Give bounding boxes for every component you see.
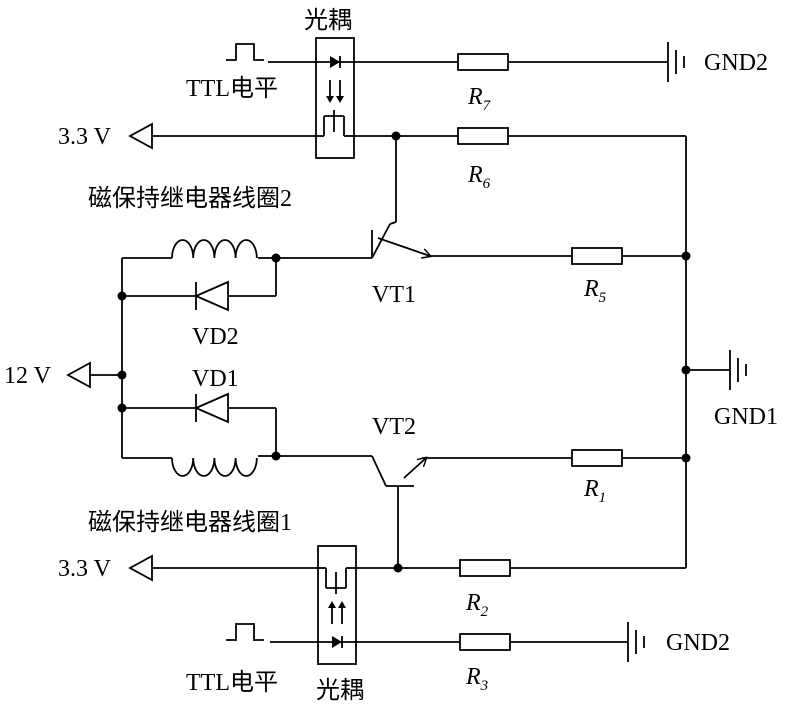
optocoupler-top <box>315 37 355 159</box>
svg-text:R2: R2 <box>465 590 489 620</box>
optocoupler-bottom-label: 光耦 <box>316 677 364 704</box>
coil1-label: 磁保持继电器线圈1 <box>88 509 292 536</box>
relay-coil2-icon <box>171 239 258 259</box>
v33-bottom-label: 3.3 V <box>58 556 112 582</box>
relay-coil1-icon <box>171 457 258 477</box>
vt2-label: VT2 <box>372 414 416 440</box>
junction-dots <box>117 131 691 573</box>
transistor-vt1-icon <box>371 221 430 258</box>
ttl-top-label: TTL电平 <box>186 75 278 102</box>
ttl-pulse-bottom-icon <box>226 623 264 641</box>
resistor-r7: R7 <box>457 53 509 114</box>
ttl-pulse-top-icon <box>226 43 264 61</box>
ground-gnd2-top-icon <box>667 42 685 82</box>
gnd2-top-label: GND2 <box>704 50 768 76</box>
svg-text:R3: R3 <box>465 664 488 694</box>
wires <box>88 61 730 643</box>
diode-vd2-icon <box>193 280 229 312</box>
svg-text:R5: R5 <box>583 276 607 306</box>
resistor-r3: R3 <box>459 633 511 694</box>
vt1-label: VT1 <box>372 282 416 308</box>
coil2-label: 磁保持继电器线圈2 <box>88 185 292 212</box>
resistor-r6: R6 <box>457 127 509 192</box>
svg-text:R6: R6 <box>467 162 491 192</box>
diode-vd1-icon <box>193 392 229 424</box>
vd1-label: VD1 <box>192 366 239 392</box>
ground-gnd2-bottom-icon <box>627 622 645 662</box>
supply-arrow-bottom-icon <box>128 554 153 582</box>
gnd1-label: GND1 <box>714 404 778 430</box>
optocoupler-top-label: 光耦 <box>304 7 352 34</box>
supply-arrow-12v-icon <box>66 361 91 389</box>
resistor-r5: R5 <box>571 247 623 306</box>
gnd2-bottom-label: GND2 <box>666 630 730 656</box>
optocoupler-bottom <box>317 545 357 665</box>
v33-top-label: 3.3 V <box>58 124 112 150</box>
vd2-label: VD2 <box>192 324 239 350</box>
resistor-r2: R2 <box>459 559 511 620</box>
ttl-bottom-label: TTL电平 <box>186 669 278 696</box>
svg-text:R1: R1 <box>583 476 606 506</box>
supply-arrow-top-icon <box>128 122 153 150</box>
ground-gnd1-icon <box>729 350 747 390</box>
resistor-r1: R1 <box>571 449 623 506</box>
v12-label: 12 V <box>4 363 52 389</box>
svg-text:R7: R7 <box>467 84 492 114</box>
transistor-vt2-icon <box>371 455 426 492</box>
